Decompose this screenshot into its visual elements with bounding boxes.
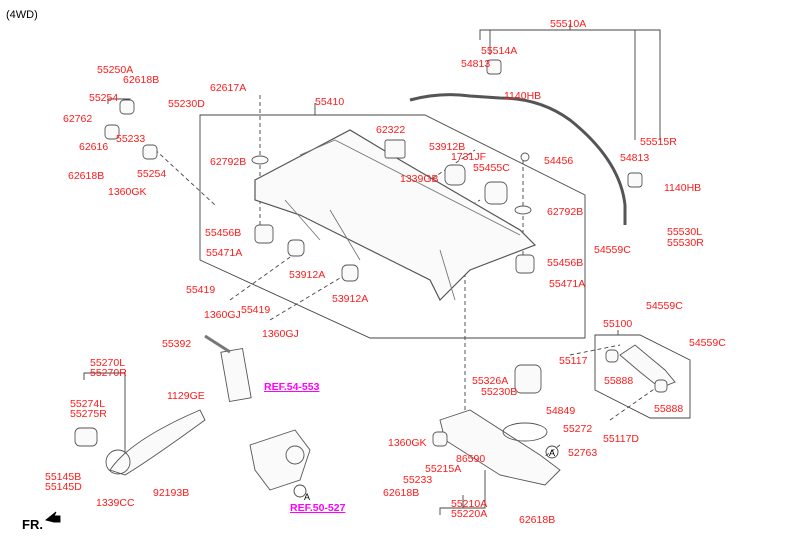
part-label[interactable]: 55515R [640,136,677,148]
part-label[interactable]: 54559C [646,300,683,312]
upper-arm-shape [619,344,676,389]
part-label[interactable]: 55254 [137,168,167,180]
part-label[interactable]: 54456 [544,155,574,167]
part-label[interactable]: 55510A [550,18,587,30]
part-label[interactable]: 62618B [383,487,420,499]
stabilizer-bar-shape [409,93,627,225]
part-label[interactable]: 55275R [70,408,107,420]
part-label[interactable]: 54849 [546,405,576,417]
part-label[interactable]: 1140HB [664,182,702,194]
subframe-shape [254,129,537,302]
part-label[interactable]: 55272 [563,423,593,435]
part-label[interactable]: 55210A [451,498,488,510]
part-label[interactable]: 55410 [315,96,345,108]
trailing-arm-shape [109,409,206,476]
part-label[interactable]: 55471A [549,278,586,290]
part-label[interactable]: 55514A [481,45,518,57]
part-label[interactable]: 62616 [79,141,109,153]
part-label[interactable]: 62792B [210,156,247,168]
part-label[interactable]: 55456B [547,257,584,269]
part-label[interactable]: 62322 [376,124,406,136]
part-label[interactable]: 62792B [547,206,584,218]
part-label[interactable]: 1360GJ [262,328,299,340]
part-label[interactable]: 1140HB [504,90,542,102]
part-label[interactable]: 55230B [481,386,518,398]
part-label[interactable]: 55888 [604,375,634,387]
part-label[interactable]: 54813 [620,152,650,164]
front-direction-label: FR. [22,517,43,532]
part-label[interactable]: 62617A [210,82,247,94]
marker-a: A [304,492,311,502]
part-label[interactable]: 54559C [594,244,631,256]
shock-absorber-shape [220,347,252,403]
part-label[interactable]: 55145D [45,481,82,493]
part-label[interactable]: 55419 [186,284,216,296]
part-label[interactable]: 55215A [425,463,462,475]
part-label[interactable]: 54559C [689,337,726,349]
part-label[interactable]: 55888 [654,403,684,415]
part-label[interactable]: 55233 [116,133,146,145]
part-label[interactable]: 92193B [153,487,190,499]
part-label[interactable]: 55250A [97,64,134,76]
part-label[interactable]: 62618B [123,74,160,86]
front-direction-arrow [45,511,61,523]
part-label[interactable]: 55220A [451,508,488,520]
part-label[interactable]: 55233 [403,474,433,486]
part-label[interactable]: 53912A [289,269,326,281]
part-label[interactable]: 55270L [90,357,126,369]
part-label[interactable]: 55471A [206,247,243,259]
part-label[interactable]: 62618B [519,514,556,526]
part-label[interactable]: 55455C [473,162,510,174]
reference-link[interactable]: REF.54-553 [264,381,320,393]
part-label[interactable]: 55145B [45,471,82,483]
part-label[interactable]: 1731JF [451,151,487,163]
lower-arm-shape [439,409,561,486]
part-label[interactable]: 52763 [568,447,598,459]
part-label[interactable]: 1129GE [167,390,205,402]
part-label[interactable]: 55254 [89,92,119,104]
part-label[interactable]: 1339GB [400,173,439,185]
part-label[interactable]: 54813 [461,58,491,70]
upper-arm-group-outline [594,334,691,419]
part-label[interactable]: 1339CC [96,497,135,509]
part-label[interactable]: 53912A [332,293,369,305]
part-label[interactable]: 55326A [472,375,509,387]
part-label[interactable]: 55530R [667,237,704,249]
part-label[interactable]: 1360GK [108,186,147,198]
subframe-group-outline [199,114,586,339]
part-label[interactable]: 55100 [603,318,633,330]
part-label[interactable]: 55117D [603,433,640,445]
marker-a: A [549,448,556,458]
part-label[interactable]: 53912B [429,141,466,153]
variant-title: (4WD) [6,9,38,21]
part-label[interactable]: 55392 [162,338,192,350]
part-label[interactable]: 62762 [63,113,93,125]
part-label[interactable]: 86590 [456,453,486,465]
reference-link[interactable]: REF.50-527 [290,502,346,514]
part-label[interactable]: 55270R [90,367,127,379]
knuckle-shape [249,429,311,491]
part-label[interactable]: 55274L [70,398,106,410]
part-label[interactable]: 55419 [241,304,271,316]
part-label[interactable]: 55530L [667,226,703,238]
part-label[interactable]: 1360GJ [204,309,241,321]
part-label[interactable]: 55456B [205,227,242,239]
part-label[interactable]: 55230D [168,98,205,110]
part-label[interactable]: 62618B [68,170,105,182]
part-label[interactable]: 1360GK [388,437,427,449]
part-label[interactable]: 55117 [559,355,588,367]
